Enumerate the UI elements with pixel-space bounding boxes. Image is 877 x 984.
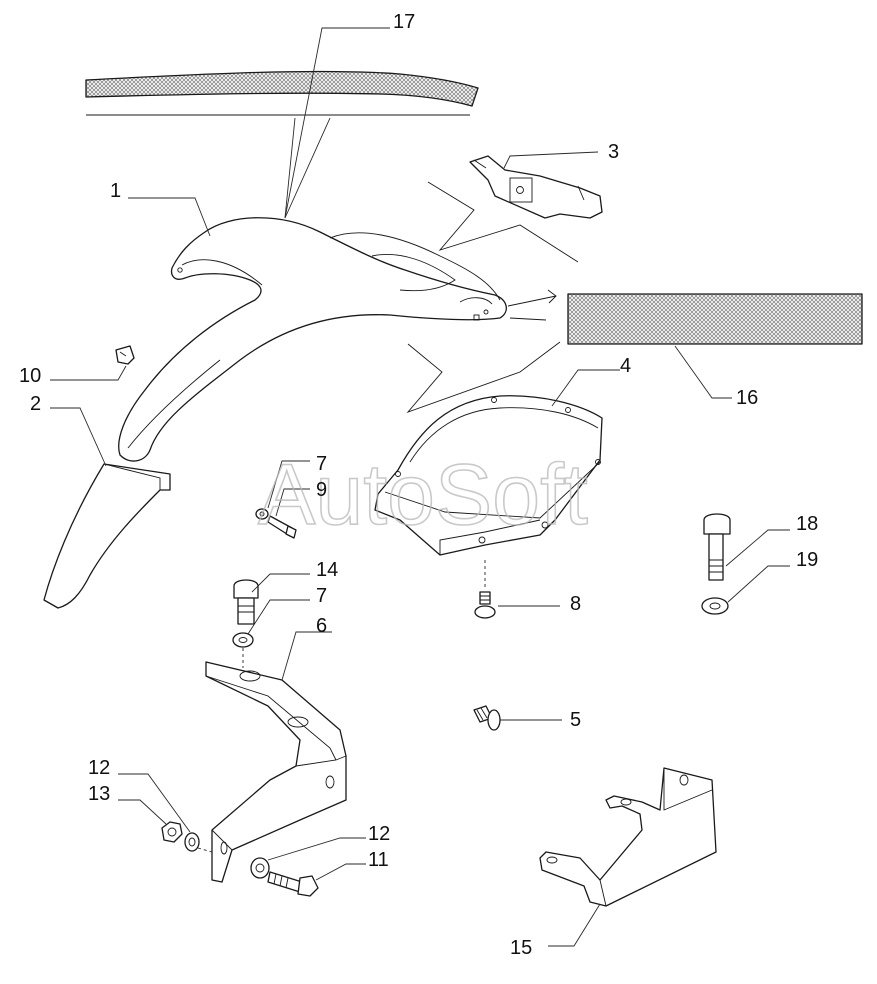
callout-15: 15 (510, 937, 532, 959)
guide-16 (507, 289, 557, 307)
fastener-5 (473, 705, 501, 731)
bracket-6 (205, 661, 347, 883)
callout-9: 9 (316, 479, 327, 501)
leader-17 (284, 27, 390, 219)
callout-7-upper: 7 (316, 453, 327, 475)
axis-13 (197, 847, 213, 853)
bracket-15 (539, 767, 717, 907)
bolt-11 (267, 871, 319, 897)
guide-17 (284, 117, 331, 219)
leader-3 (503, 151, 599, 169)
callout-11: 11 (368, 849, 389, 871)
leader-12b (267, 837, 366, 861)
callout-2: 2 (30, 393, 41, 415)
leader-2 (50, 407, 107, 467)
leader-6 (281, 631, 332, 681)
leader-12a (118, 773, 191, 833)
leader-16 (674, 345, 732, 399)
washer-19 (701, 597, 729, 615)
bracket-3 (469, 155, 603, 219)
mudguard-1 (118, 217, 507, 462)
callout-6: 6 (316, 615, 327, 637)
callout-14: 14 (316, 559, 338, 581)
callout-19: 19 (796, 549, 818, 571)
washer-bolt-7-9 (255, 508, 297, 539)
screw-8 (474, 591, 496, 619)
leader-15 (548, 903, 601, 947)
leader-1 (128, 197, 211, 237)
leader-9 (275, 488, 310, 517)
leader-11 (315, 863, 366, 881)
guide-4 (406, 341, 561, 413)
leader-14 (251, 573, 310, 593)
cover-4 (374, 395, 603, 556)
callout-4: 4 (620, 355, 631, 377)
callout-1: 1 (110, 180, 121, 202)
leader-13 (118, 799, 167, 825)
clip-10 (115, 345, 135, 365)
leader-10 (50, 365, 127, 381)
washer-7 (232, 632, 254, 648)
nut-13 (161, 821, 183, 843)
callout-7-lower: 7 (316, 585, 327, 607)
watermark: AutoSoft (258, 447, 588, 543)
leader-4 (551, 369, 620, 407)
mudflap-2 (43, 463, 171, 609)
guide-16b (509, 317, 547, 321)
bolt-14 (233, 579, 259, 625)
callout-18: 18 (796, 513, 818, 535)
leader-7b (247, 599, 310, 635)
seal-strip-17 (85, 70, 479, 116)
callout-12-right: 12 (368, 823, 390, 845)
leader-19 (727, 565, 790, 603)
callout-17: 17 (393, 11, 415, 33)
callout-3: 3 (608, 141, 619, 163)
bolt-18 (703, 513, 731, 581)
callout-10: 10 (19, 365, 41, 387)
leader-18 (725, 529, 790, 567)
callout-5: 5 (570, 709, 581, 731)
seal-strip-16 (567, 293, 863, 345)
callout-16: 16 (736, 387, 758, 409)
callout-8: 8 (570, 593, 581, 615)
washer-12a (184, 832, 200, 852)
washer-12b (250, 857, 270, 879)
leader-7a (267, 460, 310, 509)
guide-3 (427, 181, 579, 263)
callout-12-left: 12 (88, 757, 110, 779)
callout-13: 13 (88, 783, 110, 805)
